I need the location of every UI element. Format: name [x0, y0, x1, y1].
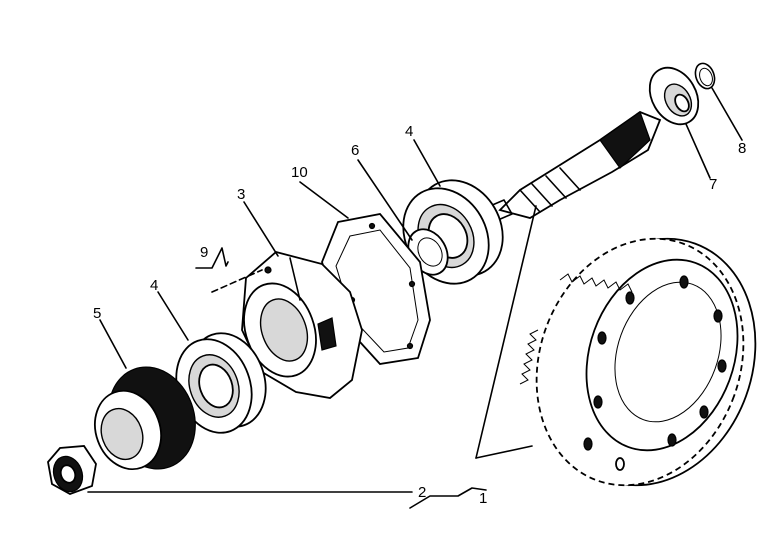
bearing-4-lower [175, 332, 267, 434]
callout-4-upper: 4 [405, 123, 413, 140]
callout-10: 10 [291, 164, 308, 181]
callout-1: 1 [479, 490, 487, 507]
pin-9 [195, 247, 263, 293]
pinion-shaft [489, 110, 662, 221]
leader-lines [87, 87, 743, 509]
callout-4-lower: 4 [150, 277, 158, 294]
circlip-8 [694, 62, 716, 90]
nut-2 [47, 445, 97, 495]
housing-3 [241, 251, 363, 399]
callout-5: 5 [93, 305, 101, 322]
ring-gear [519, 237, 757, 487]
callout-labels: 1 2 3 4 4 5 6 7 8 9 10 [93, 123, 746, 507]
callout-3: 3 [237, 186, 245, 203]
gear-5 [94, 366, 196, 471]
callout-9: 9 [200, 244, 208, 261]
callout-2: 2 [418, 484, 426, 501]
callout-8: 8 [738, 140, 746, 157]
ring-gear-bolt-holes [583, 275, 727, 471]
callout-7: 7 [709, 176, 717, 193]
bearing-7 [648, 66, 700, 126]
callout-6: 6 [351, 142, 359, 159]
